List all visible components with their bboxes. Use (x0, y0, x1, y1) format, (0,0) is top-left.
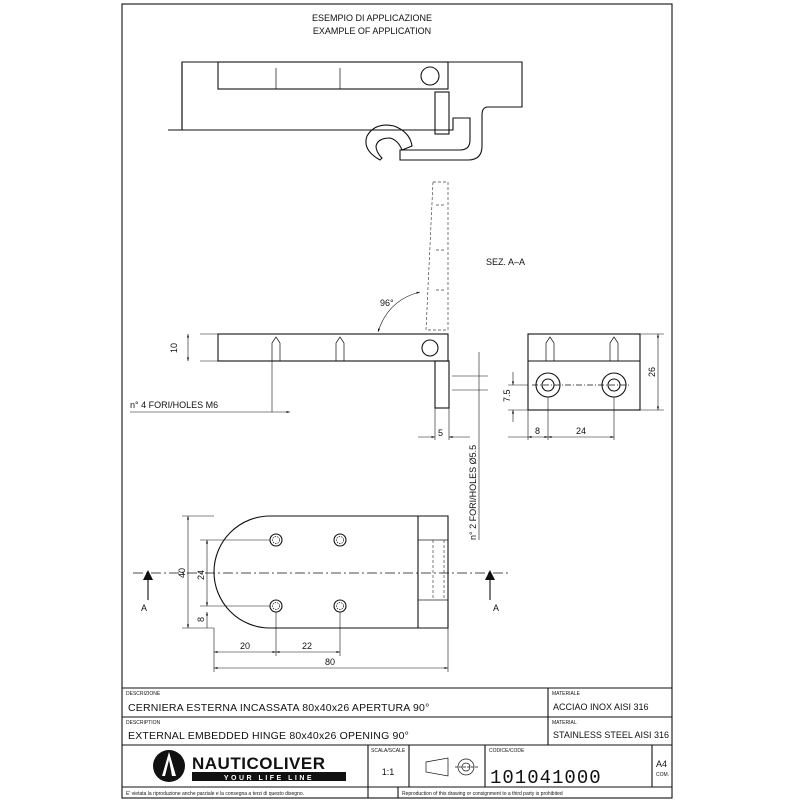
section-mark-right: A (493, 603, 499, 613)
desc-en: EXTERNAL EMBEDDED HINGE 80x40x26 OPENING… (128, 730, 409, 742)
product-code: 101041000 (490, 767, 602, 789)
header-title-en: EXAMPLE OF APPLICATION (313, 26, 431, 36)
opening-angle-label: 96° (380, 298, 394, 308)
top-plate-outline (213, 515, 449, 629)
side-knuckle (421, 339, 439, 357)
top-hole-2 (333, 533, 347, 547)
side-leaf (217, 333, 449, 362)
example-hinge-leaf (217, 61, 449, 90)
end-body (527, 333, 641, 411)
dim-flange: 5 (438, 428, 443, 438)
application-example (168, 61, 523, 161)
opening-angle-arc (377, 291, 421, 333)
top-hole-3 (269, 599, 283, 613)
desc-label-it: DESCRIZIONE (126, 691, 161, 697)
dim-hole-pitch: 24 (576, 426, 586, 436)
brand-logo: NAUTICOLIVER YOUR LIFE LINE (153, 750, 346, 782)
desc-label-en: DESCRIPTION (126, 720, 161, 726)
sheet-format: A4 (656, 759, 667, 769)
dim-hole-height: 7.5 (502, 389, 512, 402)
top-hole-4 (333, 599, 347, 613)
footer-it: E' vietata la riproduzione anche parzial… (126, 791, 304, 797)
dim-hole-spacing: 24 (196, 570, 206, 580)
section-label: SEZ. A–A (486, 257, 525, 267)
holes-m6-label: n° 4 FORI/HOLES M6 (130, 400, 218, 410)
sheet-format-sub: COM. (656, 772, 669, 778)
side-flange (434, 360, 450, 409)
dim-thickness: 10 (169, 343, 179, 353)
section-mark-left: A (141, 603, 147, 613)
top-view: 40 24 8 20 22 80 A A (133, 515, 508, 672)
dim-edge-to-hole: 20 (240, 641, 250, 651)
dim-hole-pitch-x: 22 (302, 641, 312, 651)
sheet-border (121, 3, 673, 799)
example-latch-hook (365, 124, 413, 161)
dim-hole-edge: 8 (196, 617, 206, 622)
material-it: ACCIAO INOX AISI 316 (553, 702, 649, 712)
end-view: 26 7.5 8 24 (502, 333, 664, 440)
side-view: 10 n° 4 FORI/HOLES M6 5 n° 2 FORI/HOLES … (130, 333, 488, 540)
code-label: CODICE/CODE (489, 748, 525, 754)
dim-hole-offset: 8 (535, 426, 540, 436)
footer-en: Reproduction of this drawing or consignm… (402, 791, 563, 797)
projection-symbol-icon (425, 757, 478, 777)
dim-height: 26 (647, 367, 657, 377)
desc-it: CERNIERA ESTERNA INCASSATA 80x40x26 APER… (128, 702, 430, 714)
dim-length: 80 (325, 657, 335, 667)
holes-55-label: n° 2 FORI/HOLES Ø5.5 (468, 445, 478, 540)
example-hinge-flange (434, 91, 450, 135)
header-title-it: ESEMPIO DI APPLICAZIONE (312, 13, 432, 23)
title-block: DESCRIZIONE CERNIERA ESTERNA INCASSATA 8… (122, 687, 672, 798)
material-label-it: MATERIALE (552, 691, 581, 697)
example-knuckle (420, 66, 440, 86)
rotated-hinge-ghost (425, 181, 449, 331)
brand-name: NAUTICOLIVER (192, 754, 326, 773)
top-hole-1 (269, 533, 283, 547)
brand-tagline: YOUR LIFE LINE (224, 775, 314, 782)
scale-value: 1:1 (382, 767, 395, 777)
scale-label: SCALA/SCALE (371, 748, 406, 754)
material-label-en: MATERIAL (552, 720, 577, 726)
top-knuckle-lower (417, 599, 449, 629)
top-knuckle-upper (417, 515, 449, 541)
material-en: STAINLESS STEEL AISI 316 (553, 730, 669, 740)
